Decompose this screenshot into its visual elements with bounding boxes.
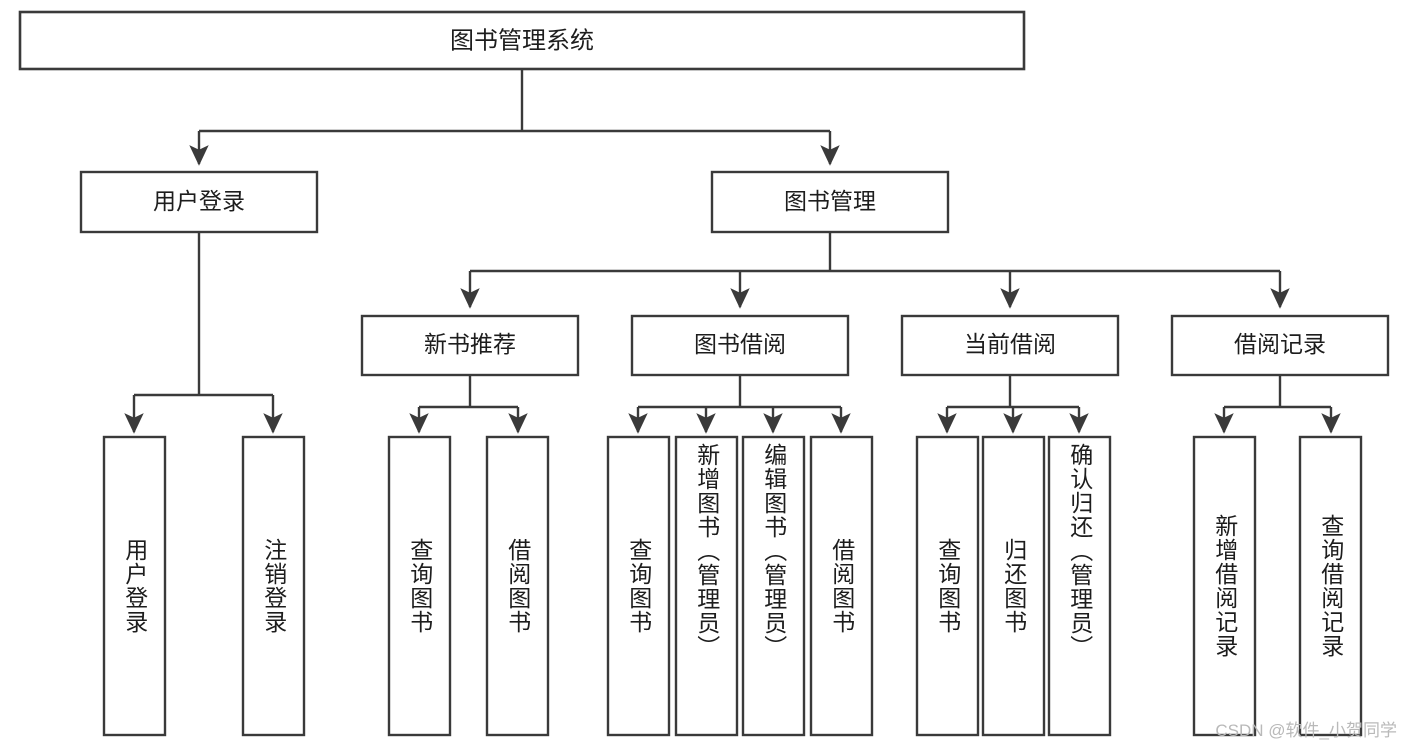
node-leaf-query-record-box[interactable] [1298, 435, 1363, 737]
connector-group-borrow-record [1214, 375, 1341, 434]
connector-group-book-manage [460, 232, 1290, 309]
leaf-boxes [102, 435, 1363, 737]
connector-group-new-book-recommend [409, 375, 528, 434]
node-borrow-record[interactable]: 借阅记录 [1170, 314, 1390, 377]
connector-group-root [189, 69, 840, 166]
node-book-manage-label: 图书管理 [784, 188, 876, 214]
node-leaf-return-book-box[interactable] [981, 435, 1046, 737]
connector-group-book-borrow [628, 375, 851, 434]
node-root-box [18, 10, 1026, 71]
node-leaf-user-logout-box[interactable] [241, 435, 306, 737]
node-leaf-user-login-box[interactable] [102, 435, 167, 737]
connector-group-current-borrow [937, 375, 1089, 434]
node-new-book-recommend-box [360, 314, 580, 377]
node-leaf-add-record-box[interactable] [1192, 435, 1257, 737]
node-new-book-recommend[interactable]: 新书推荐 [360, 314, 580, 377]
node-current-borrow-label: 当前借阅 [964, 331, 1056, 357]
node-leaf-borrow-book-2-box[interactable] [809, 435, 874, 737]
node-borrow-record-label: 借阅记录 [1234, 331, 1326, 357]
node-user-login-label: 用户登录 [153, 188, 245, 214]
node-root-label: 图书管理系统 [450, 27, 594, 54]
node-leaf-query-book-3-box[interactable] [915, 435, 980, 737]
node-leaf-edit-book-box[interactable] [741, 435, 806, 737]
node-leaf-query-book-2-box[interactable] [606, 435, 671, 737]
node-current-borrow[interactable]: 当前借阅 [900, 314, 1120, 377]
node-current-borrow-box [900, 314, 1120, 377]
node-leaf-confirm-return-box[interactable] [1047, 435, 1112, 737]
node-leaf-query-book-1-box[interactable] [387, 435, 452, 737]
node-book-borrow-label: 图书借阅 [694, 331, 786, 357]
node-root[interactable]: 图书管理系统 [18, 10, 1026, 71]
node-book-manage-box [710, 170, 950, 234]
node-new-book-recommend-label: 新书推荐 [424, 331, 516, 357]
connector-group-user-login [124, 232, 283, 434]
node-book-borrow-box [630, 314, 850, 377]
node-borrow-record-box [1170, 314, 1390, 377]
node-user-login-box [79, 170, 319, 234]
node-book-manage[interactable]: 图书管理 [710, 170, 950, 234]
node-book-borrow[interactable]: 图书借阅 [630, 314, 850, 377]
node-leaf-borrow-book-1-box[interactable] [485, 435, 550, 737]
node-user-login[interactable]: 用户登录 [79, 170, 319, 234]
node-leaf-add-book-box[interactable] [674, 435, 739, 737]
